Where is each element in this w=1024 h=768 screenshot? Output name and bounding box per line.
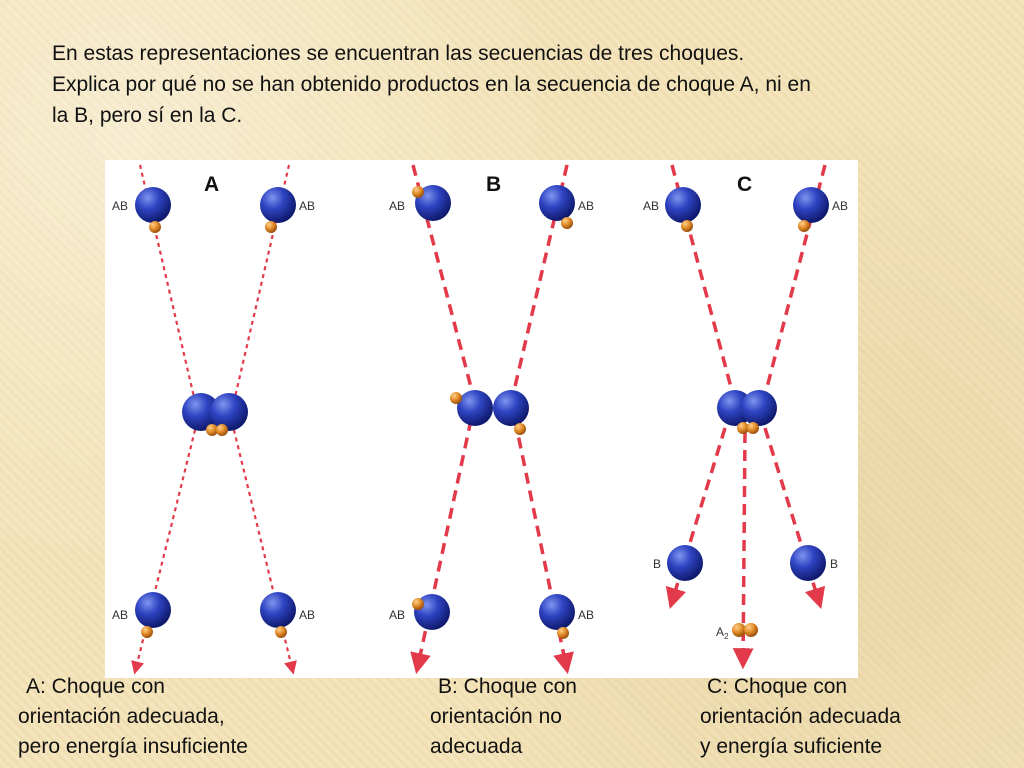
caption-a-line-1: A: Choque con bbox=[26, 675, 165, 698]
caption-a-line-3: pero energía insuficiente bbox=[18, 735, 248, 758]
a2-molecule bbox=[732, 623, 758, 637]
ab-molecule bbox=[665, 187, 701, 232]
caption-b-line-1: B: Choque con bbox=[438, 675, 577, 698]
ab-molecule bbox=[260, 592, 296, 638]
trajectory-line bbox=[513, 419, 574, 675]
ab-label: AB bbox=[832, 199, 848, 213]
ab-label: AB bbox=[112, 608, 128, 622]
trajectory-line bbox=[410, 419, 473, 675]
panel-letter-b: B bbox=[486, 173, 501, 196]
caption-b: B: Choque con orientación no adecuada bbox=[430, 672, 577, 762]
caption-b-line-2: orientación no bbox=[430, 705, 562, 728]
ab-molecule bbox=[539, 594, 575, 639]
a2-label-letter: A bbox=[716, 625, 724, 639]
caption-c-line-3: y energía suficiente bbox=[700, 735, 883, 758]
collision-diagram-svg: A B C AB AB AB AB AB AB AB AB AB AB B B … bbox=[112, 164, 848, 675]
ab-label: AB bbox=[112, 199, 128, 213]
trajectory-line bbox=[732, 431, 754, 670]
collision-cluster bbox=[182, 393, 248, 436]
caption-a: A: Choque con orientación adecuada, pero… bbox=[18, 672, 248, 762]
caption-c-line-1: C: Choque con bbox=[707, 675, 848, 698]
a2-label: A2 bbox=[716, 625, 729, 641]
ab-label: AB bbox=[389, 608, 405, 622]
ab-label: AB bbox=[578, 199, 594, 213]
question-line-2: Explica por qué no se han obtenido produ… bbox=[52, 73, 811, 96]
a2-label-subscript: 2 bbox=[724, 632, 729, 641]
b-atom bbox=[667, 545, 703, 581]
ab-label: AB bbox=[643, 199, 659, 213]
b-label: B bbox=[653, 557, 661, 571]
panel-letter-a: A bbox=[204, 173, 219, 196]
ab-molecule bbox=[412, 185, 451, 221]
collision-cluster bbox=[717, 390, 777, 434]
panel-c-molecules bbox=[665, 187, 829, 637]
ab-label: AB bbox=[578, 608, 594, 622]
collision-diagram: A B C AB AB AB AB AB AB AB AB AB AB B B … bbox=[105, 160, 858, 678]
caption-c-line-2: orientación adecuada bbox=[700, 705, 901, 728]
panel-letter-c: C bbox=[737, 173, 752, 196]
question-line-1: En estas representaciones se encuentran … bbox=[52, 42, 745, 65]
ab-molecule bbox=[260, 187, 296, 233]
trajectory-line bbox=[230, 421, 297, 675]
ab-molecule bbox=[793, 187, 829, 232]
ab-molecule bbox=[539, 185, 575, 229]
ab-molecule bbox=[412, 594, 450, 630]
ab-label: AB bbox=[299, 608, 315, 622]
b-label: B bbox=[830, 557, 838, 571]
b-atom bbox=[790, 545, 826, 581]
ab-label: AB bbox=[299, 199, 315, 213]
panel-a-molecules bbox=[135, 187, 296, 638]
caption-a-line-2: orientación adecuada, bbox=[18, 705, 225, 728]
ab-molecule bbox=[135, 592, 171, 638]
ab-molecule bbox=[135, 187, 171, 233]
caption-b-line-3: adecuada bbox=[430, 735, 523, 758]
trajectory-line bbox=[131, 421, 199, 675]
question-line-3: la B, pero sí en la C. bbox=[52, 104, 243, 127]
question-text: En estas representaciones se encuentran … bbox=[52, 38, 982, 131]
caption-c: C: Choque con orientación adecuada y ene… bbox=[700, 672, 901, 762]
panel-b-molecules bbox=[412, 185, 575, 639]
ab-label: AB bbox=[389, 199, 405, 213]
collision-cluster bbox=[450, 390, 529, 435]
